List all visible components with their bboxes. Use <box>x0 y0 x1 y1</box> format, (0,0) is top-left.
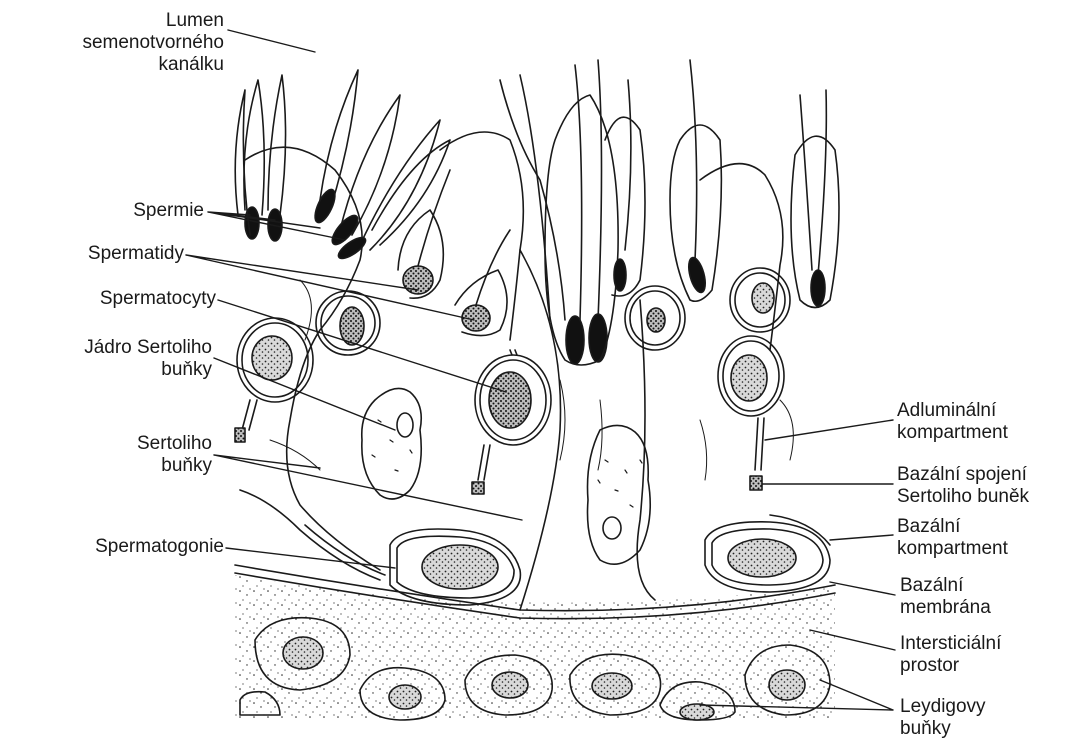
label-lumen: Lumen semenotvorného kanálku <box>14 10 224 76</box>
label-bazalni-spojeni: Bazální spojení Sertoliho buněk <box>897 464 1062 508</box>
label-spermatidy: Spermatidy <box>14 243 184 265</box>
label-sertoliho-bunky: Sertoliho buňky <box>8 433 212 477</box>
sertoli-nucleus <box>362 388 421 499</box>
sertoli-cell-right <box>700 164 783 350</box>
label-leydigovy-bunky: Leydigovy buňky <box>900 696 1060 740</box>
label-intersticialni-prostor: Intersticiální prostor <box>900 633 1060 677</box>
label-spermatocyty: Spermatocyty <box>14 288 216 310</box>
label-bazalni-membrana: Bazální membrána <box>900 575 1060 619</box>
label-bazalni-kompartment: Bazální kompartment <box>897 516 1062 560</box>
interstitial-space <box>235 575 835 720</box>
label-jadro-sertoliho: Jádro Sertoliho buňky <box>8 337 212 381</box>
label-spermie: Spermie <box>14 200 204 222</box>
label-spermatogonie: Spermatogonie <box>8 536 224 558</box>
label-adluminalni-kompartment: Adluminální kompartment <box>897 400 1062 444</box>
